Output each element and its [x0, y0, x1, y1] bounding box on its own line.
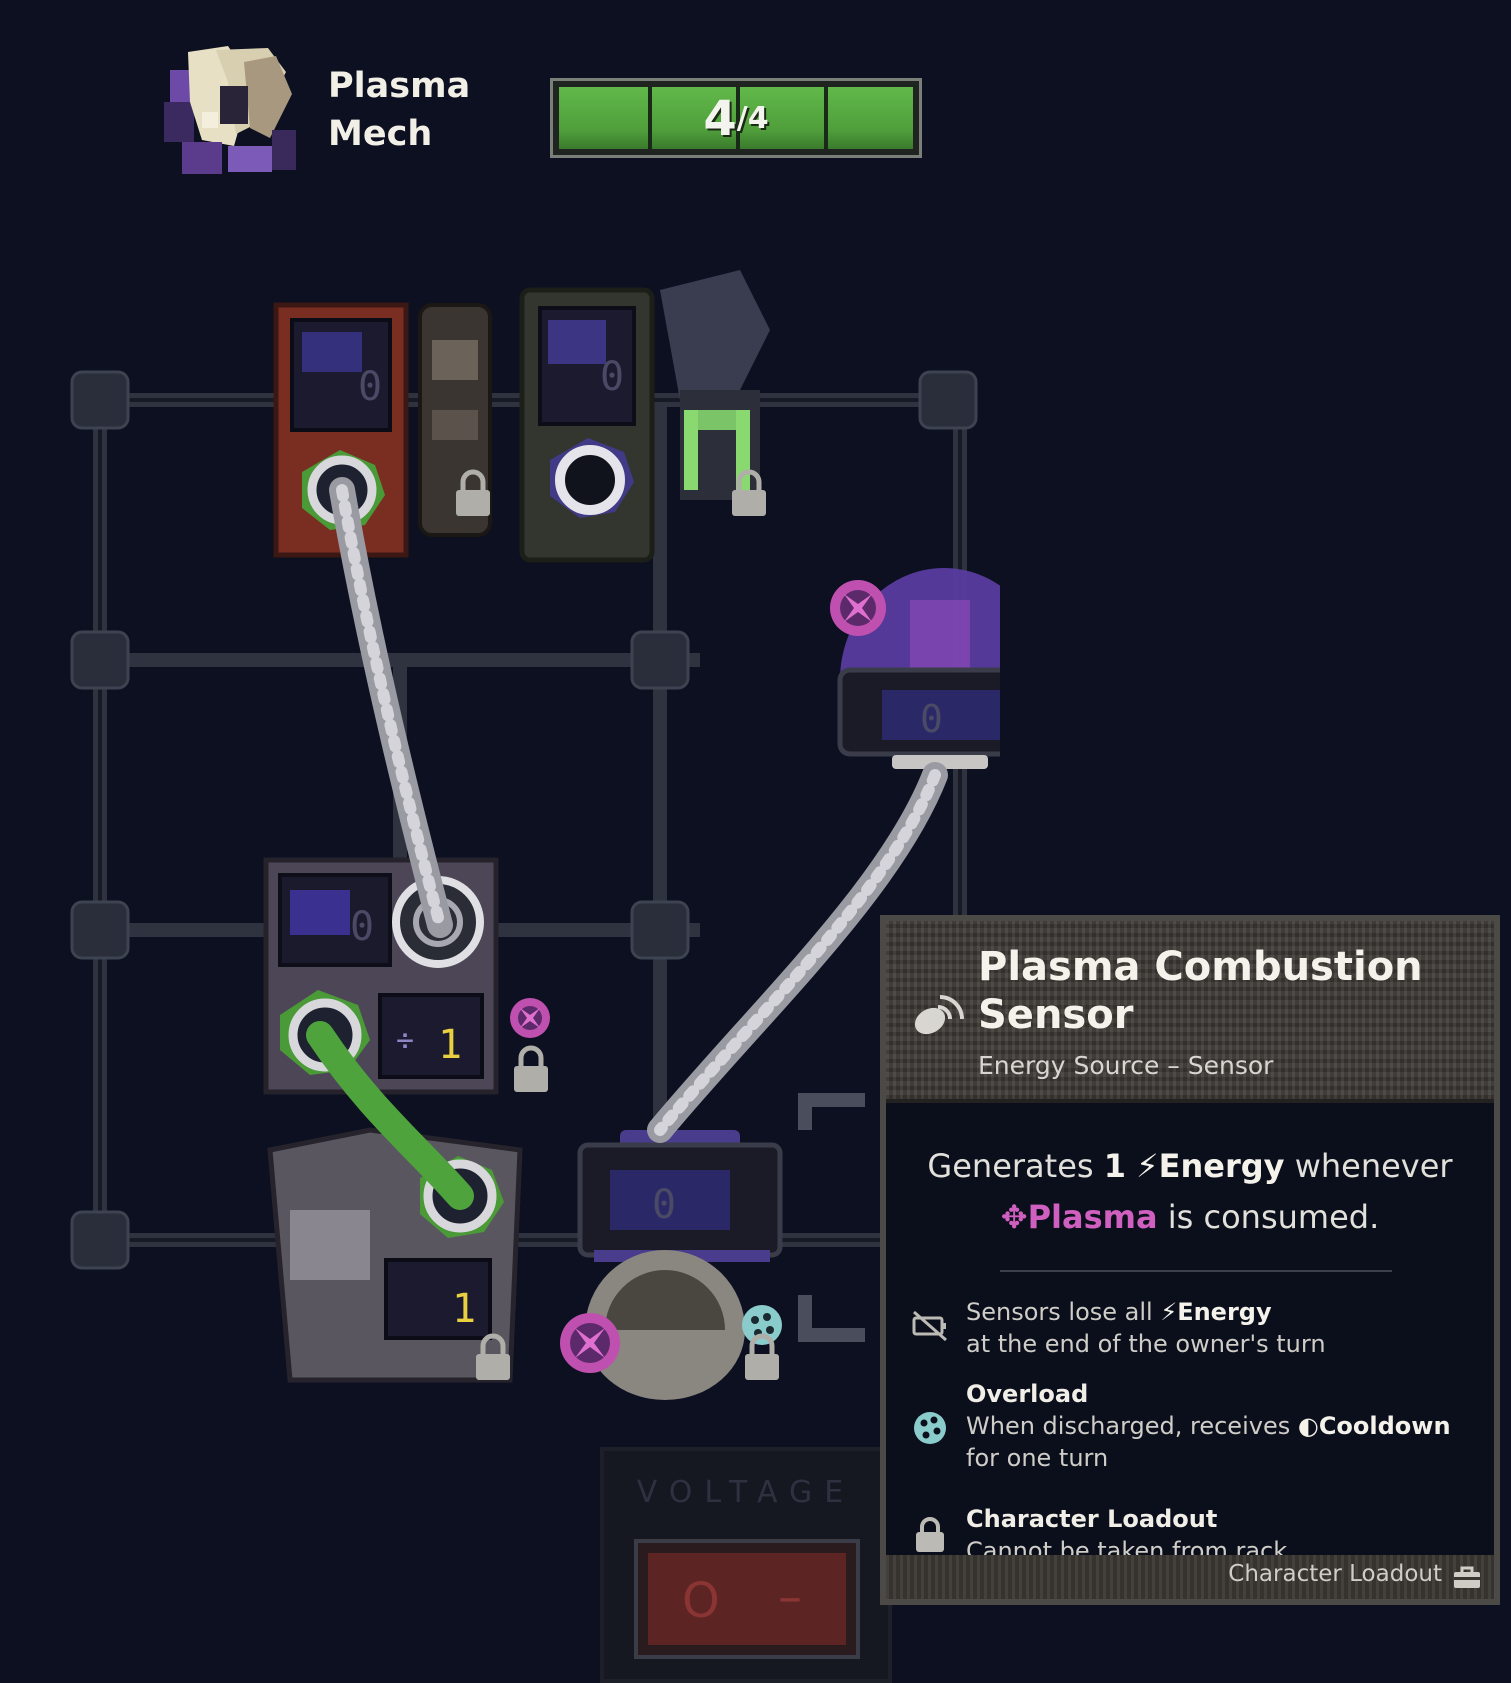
health-current: 4 — [703, 91, 737, 147]
desc-energy: Energy — [1158, 1147, 1285, 1185]
module-tooltip: Plasma Combustion Sensor Energy Source –… — [880, 915, 1500, 1605]
row-keyword: Energy — [1177, 1298, 1272, 1326]
capacitor-module — [418, 303, 492, 537]
desc-suffix: is consumed. — [1167, 1198, 1380, 1236]
health-bar: 4/4 — [550, 78, 922, 158]
svg-text:1: 1 — [452, 1286, 476, 1332]
svg-text:0: 0 — [652, 1182, 676, 1228]
mech-name-line2: Mech — [328, 114, 433, 154]
mech-name: Plasma Mech — [328, 62, 508, 158]
energy-wire — [336, 484, 446, 931]
tooltip-row-text: Overload When discharged, receives ◐Cool… — [966, 1378, 1474, 1474]
plasma-icon: ✥ — [1000, 1198, 1028, 1236]
desc-prefix: Generates — [927, 1147, 1094, 1185]
svg-text:÷: ÷ — [396, 1023, 414, 1058]
tooltip-footer-label: Character Loadout — [1228, 1561, 1442, 1587]
lock-icon — [732, 469, 766, 516]
svg-text:0: 0 — [358, 364, 382, 410]
tooltip-row-text: Sensors lose all ⚡Energy at the end of t… — [966, 1296, 1474, 1360]
plasma-icon — [510, 998, 550, 1038]
lock-icon — [745, 1333, 779, 1380]
tooltip-title: Plasma Combustion Sensor — [978, 944, 1423, 1038]
lock-icon — [910, 1515, 950, 1555]
voltage-on-symbol: – — [778, 1569, 802, 1625]
svg-text:0: 0 — [600, 354, 624, 400]
plasma-icon — [560, 1313, 620, 1373]
energy-wire — [654, 769, 941, 1136]
energy-icon: ⚡ — [1160, 1298, 1178, 1326]
energy-icon: ⚡ — [1136, 1147, 1159, 1185]
row-heading: Character Loadout — [966, 1505, 1218, 1533]
voltage-label: VOLTAGE — [636, 1475, 856, 1510]
health-bar-divider — [648, 87, 652, 149]
desc-amount: 1 — [1103, 1147, 1126, 1185]
module-middle-left: 0 ÷ 1 — [263, 857, 499, 1095]
row-text-suffix: for one turn — [966, 1444, 1109, 1472]
energy-wire — [306, 1021, 474, 1210]
svg-text:0: 0 — [920, 697, 943, 741]
overload-icon — [910, 1408, 950, 1448]
tooltip-description: Generates 1 ⚡Energy whenever ✥Plasma is … — [906, 1141, 1474, 1243]
voltage-panel: VOLTAGE O – — [600, 1447, 892, 1683]
tooltip-divider — [1000, 1270, 1392, 1272]
module-top-center: 0 — [519, 287, 655, 563]
voltage-switch-face: O – — [648, 1553, 846, 1645]
health-max: 4 — [747, 101, 769, 136]
svg-text:0: 0 — [350, 904, 374, 950]
row-heading: Overload — [966, 1380, 1089, 1408]
row-text-prefix: When discharged, receives — [966, 1412, 1291, 1440]
module-top-right-creature — [660, 270, 770, 500]
overload-icon — [742, 1305, 782, 1345]
health-bar-divider — [736, 87, 740, 149]
cooldown-icon: ◐ — [1297, 1412, 1319, 1440]
plasma-combustion-sensor: 0 — [837, 568, 1051, 769]
health-bar-divider — [824, 87, 828, 149]
rack-bolts — [70, 370, 978, 1270]
svg-text:1: 1 — [438, 1022, 462, 1068]
desc-plasma: Plasma — [1027, 1198, 1158, 1236]
row-text-suffix: at the end of the owner's turn — [966, 1330, 1326, 1358]
lock-icon — [476, 1333, 510, 1380]
lock-icon — [456, 469, 490, 516]
row-keyword: Cooldown — [1318, 1412, 1451, 1440]
sensor-icon — [908, 983, 968, 1043]
health-value: 4/4 — [703, 91, 769, 147]
selection-bracket — [798, 1093, 865, 1342]
plasma-icon — [830, 580, 886, 636]
voltage-switch[interactable]: O – — [634, 1539, 860, 1659]
desc-mid: whenever — [1294, 1147, 1453, 1185]
no-battery-icon — [910, 1306, 950, 1346]
lock-icon — [514, 1045, 548, 1092]
mech-portrait — [158, 42, 308, 182]
tooltip-subtitle: Energy Source – Sensor — [978, 1051, 1274, 1080]
module-board: 0 0 — [40, 250, 1051, 1490]
toolbox-icon — [1452, 1563, 1482, 1591]
row-text-prefix: Sensors lose all — [966, 1298, 1153, 1326]
mech-name-line1: Plasma — [328, 66, 471, 106]
tooltip-header: Plasma Combustion Sensor Energy Source –… — [886, 921, 1494, 1103]
tooltip-footer: Character Loadout — [886, 1555, 1494, 1599]
voltage-off-symbol: O — [682, 1573, 720, 1629]
